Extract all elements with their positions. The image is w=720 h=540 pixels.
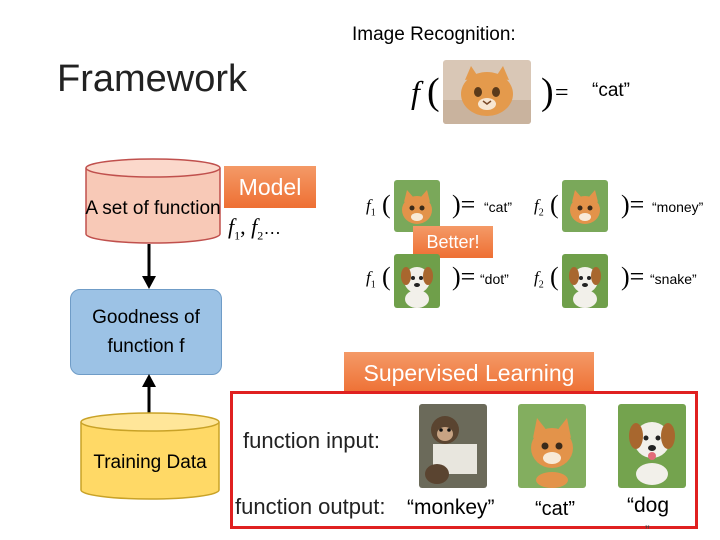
recognition-label: “cat” bbox=[592, 80, 630, 101]
goodness-box: Goodness of function f bbox=[70, 289, 222, 375]
model-sub2: 2 bbox=[257, 228, 264, 243]
input-label: function input: bbox=[243, 428, 380, 453]
training-cylinder: Training Data bbox=[80, 412, 220, 500]
cmp-r1-close2: )= bbox=[621, 190, 645, 219]
function-set-label: A set of function bbox=[85, 197, 221, 219]
cmp-r2-f2: f2 bbox=[534, 268, 544, 291]
cylinder-shape bbox=[80, 412, 220, 500]
framework-title: Framework bbox=[57, 58, 248, 100]
cmp-r1-open: ( bbox=[382, 190, 391, 219]
arrow-down bbox=[139, 244, 159, 290]
cmp-r2-close: )= bbox=[452, 262, 476, 291]
recognition-cat-photo bbox=[443, 60, 531, 124]
supervised-box bbox=[230, 391, 698, 529]
dog-photo bbox=[562, 254, 608, 308]
cat-photo bbox=[562, 180, 608, 232]
dog-photo bbox=[618, 404, 686, 488]
output-dog-closing-quote: ” bbox=[645, 522, 650, 538]
cmp-r2-open: ( bbox=[382, 262, 391, 291]
function-set-cylinder: A set of function bbox=[85, 158, 221, 244]
model-sub1: 1 bbox=[234, 228, 241, 243]
model-function-set: f1, f2… bbox=[228, 214, 281, 243]
output-label: function output: bbox=[235, 494, 386, 519]
output-monkey: “monkey” bbox=[407, 496, 495, 519]
cmp-r2-open2: ( bbox=[550, 262, 559, 291]
cmp-r1-f1: f1 bbox=[366, 196, 376, 219]
goodness-label: Goodness of function f bbox=[92, 307, 200, 357]
supervised-title: Supervised Learning bbox=[344, 352, 594, 394]
training-label: Training Data bbox=[93, 451, 207, 473]
cmp-r1-f1-label: “cat” bbox=[484, 199, 512, 215]
recognition-paren-close: ) bbox=[541, 71, 554, 113]
recognition-equals: = bbox=[555, 80, 569, 106]
cmp-r1-f2-label: “money” bbox=[652, 199, 704, 215]
cmp-r1-open2: ( bbox=[550, 190, 559, 219]
cmp-r2-close2: )= bbox=[621, 262, 645, 291]
dog-photo bbox=[394, 254, 440, 308]
model-label: Model bbox=[224, 166, 316, 208]
cmp-r1-f2: f2 bbox=[534, 196, 544, 219]
cmp-r2-f2-label: “snake” bbox=[650, 271, 697, 287]
cylinder-shape bbox=[85, 158, 221, 244]
cat-photo bbox=[394, 180, 440, 232]
model-ellipsis: … bbox=[263, 218, 282, 238]
model-f1: f bbox=[228, 214, 235, 239]
output-dog: “dog bbox=[627, 494, 670, 517]
cmp-r2-f1: f1 bbox=[366, 268, 376, 291]
recognition-title: Image Recognition: bbox=[352, 24, 516, 45]
recognition-func: f bbox=[411, 74, 420, 110]
cat-photo bbox=[518, 404, 586, 488]
monkey-photo bbox=[419, 404, 487, 488]
cmp-r1-close: )= bbox=[452, 190, 476, 219]
model-comma: , bbox=[240, 214, 252, 239]
cmp-r2-f1-label: “dot” bbox=[480, 271, 509, 287]
recognition-paren-open: ( bbox=[427, 71, 440, 113]
model-f2: f bbox=[251, 214, 258, 239]
output-cat: “cat” bbox=[535, 498, 575, 520]
better-label: Better! bbox=[413, 226, 493, 258]
